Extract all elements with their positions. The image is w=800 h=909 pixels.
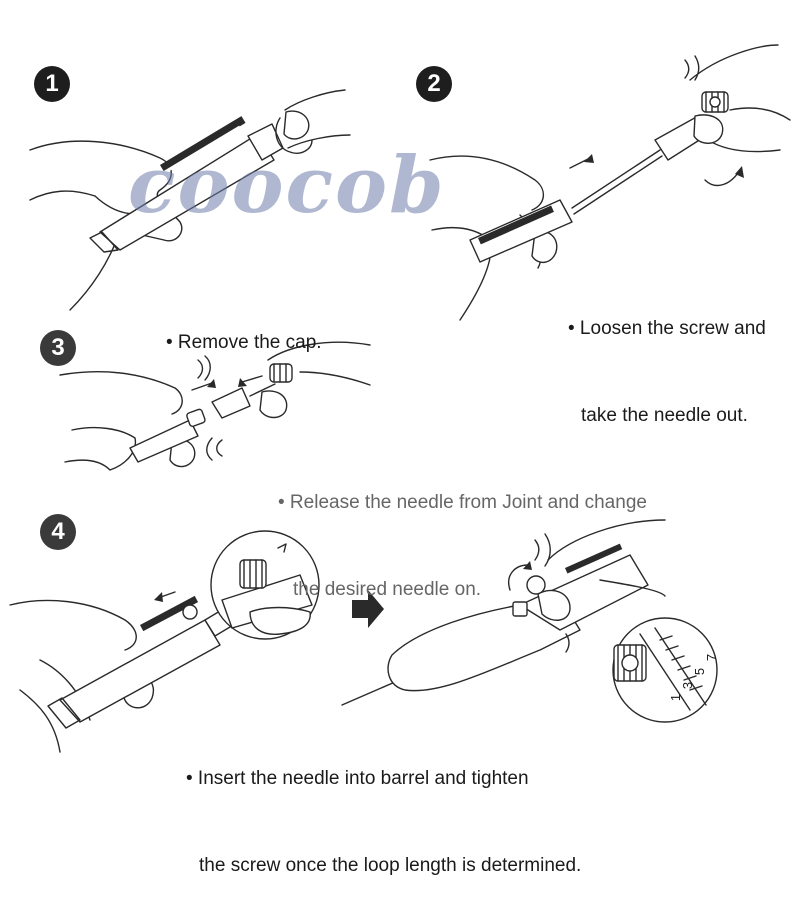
step4-scale-detail — [612, 617, 718, 723]
step-4-caption-line-2: the screw once the loop length is determ… — [199, 855, 582, 876]
step1-pen — [89, 116, 275, 253]
step3-arrow-left — [241, 375, 263, 383]
step-2-caption-line-1: • Loosen the screw and — [568, 318, 766, 339]
step1-right-hand — [275, 89, 351, 154]
scale-label-1: 1 — [668, 693, 684, 702]
step-4-caption: • Insert the needle into barrel and tigh… — [186, 706, 581, 909]
step3-left-hand — [59, 371, 183, 471]
step-4-badge: 4 — [40, 514, 76, 550]
watermark: coocob — [128, 140, 446, 231]
step4-insert-illustration — [9, 530, 320, 753]
scale-label-7: 7 — [704, 653, 720, 662]
step2-pen — [469, 91, 729, 263]
step-2-caption-line-2: take the needle out. — [581, 405, 748, 426]
step4-needle — [341, 681, 396, 706]
step-3-caption-line-1: • Release the needle from Joint and chan… — [278, 492, 647, 513]
step4-screw-knob — [526, 575, 546, 595]
scale-label-5: 5 — [692, 667, 708, 676]
step-1-caption-line-1: • Remove the cap. — [166, 332, 322, 353]
step4-right-hand — [547, 519, 666, 597]
step-1-badge: 1 — [34, 66, 70, 102]
step4-rotate-arrow — [508, 564, 529, 591]
step1-illustration — [29, 89, 351, 311]
step4-zoom-detail — [210, 530, 320, 640]
step4-transition-arrow — [352, 590, 384, 628]
step-3-caption: • Release the needle from Joint and chan… — [278, 430, 647, 633]
step4-screw-small — [182, 604, 198, 620]
step2-illustration — [429, 44, 791, 321]
instruction-illustrations — [9, 44, 791, 753]
step-3-badge: 3 — [40, 330, 76, 366]
step2-rotate-arrow — [704, 169, 741, 187]
step-1-caption: • Remove the cap. — [166, 270, 322, 386]
step3-right-hand — [267, 341, 371, 386]
step4-tighten-illustration — [341, 519, 718, 723]
scale-label-3: 3 — [680, 681, 696, 690]
step-2-badge: 2 — [416, 66, 452, 102]
step-4-caption-line-1: • Insert the needle into barrel and tigh… — [186, 768, 529, 789]
step4-barrel — [387, 597, 581, 692]
step-3-caption-line-2: the desired needle on. — [293, 579, 482, 600]
step3-illustration — [59, 341, 371, 471]
step-2-caption: • Loosen the screw and take the needle o… — [568, 256, 766, 459]
step3-arrow-right — [191, 382, 213, 391]
